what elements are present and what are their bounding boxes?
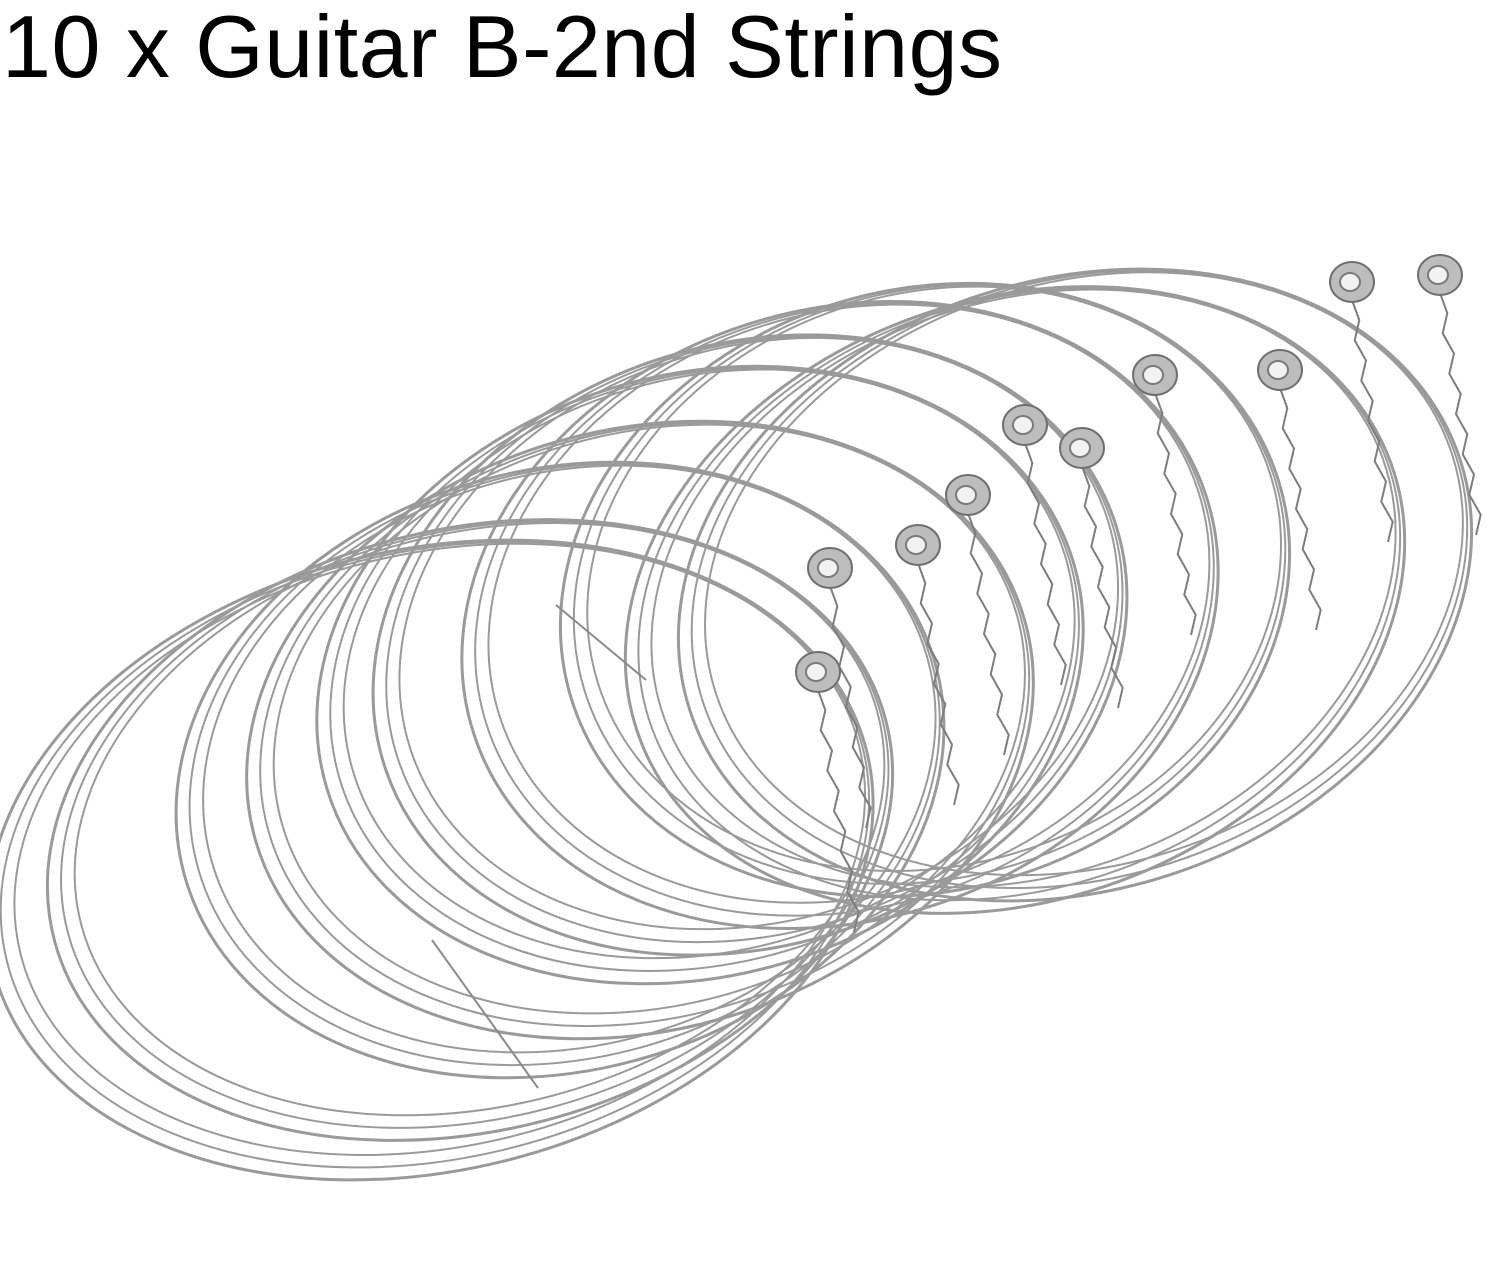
twisted-lead bbox=[817, 689, 860, 933]
twisted-lead bbox=[1024, 442, 1067, 686]
twisted-lead bbox=[917, 562, 960, 806]
twisted-lead bbox=[1154, 392, 1197, 636]
string-coil bbox=[188, 462, 941, 1067]
string-coil bbox=[272, 423, 1026, 1015]
string-coil bbox=[623, 285, 1407, 915]
twisted-lead bbox=[1081, 465, 1124, 709]
ball-end bbox=[1059, 427, 1105, 469]
twisted-lead bbox=[1351, 299, 1394, 543]
string-coil bbox=[245, 419, 1035, 1041]
ball-end bbox=[1329, 261, 1375, 303]
ball-end bbox=[1257, 349, 1303, 391]
strings-illustration bbox=[0, 254, 1482, 1182]
string-coil bbox=[385, 335, 1124, 944]
twisted-lead bbox=[829, 585, 872, 829]
string-coil bbox=[474, 302, 1215, 917]
string-coil bbox=[558, 281, 1292, 899]
string-coil bbox=[0, 538, 875, 1182]
string-coil bbox=[650, 288, 1397, 889]
twisted-lead bbox=[1279, 387, 1322, 631]
string-coil bbox=[398, 336, 1120, 931]
string-coil bbox=[60, 520, 890, 1129]
string-coil bbox=[460, 299, 1220, 931]
ball-end bbox=[1417, 254, 1463, 296]
ball-end bbox=[945, 474, 991, 516]
string-coil bbox=[45, 518, 895, 1142]
string-coil bbox=[73, 522, 886, 1117]
string-coil bbox=[329, 366, 1080, 972]
ball-end bbox=[1132, 354, 1178, 396]
twisted-lead bbox=[1439, 292, 1482, 536]
string-coil bbox=[13, 542, 866, 1156]
ball-end bbox=[1002, 404, 1048, 446]
loose-string-end bbox=[431, 939, 539, 1089]
string-coils bbox=[0, 267, 1474, 1182]
string-coil bbox=[342, 368, 1076, 960]
twisted-lead bbox=[967, 512, 1010, 756]
string-coil bbox=[315, 364, 1085, 986]
ball-end bbox=[795, 651, 841, 693]
product-photo bbox=[0, 120, 1500, 1279]
string-coil bbox=[676, 267, 1474, 903]
twisted-leads bbox=[817, 292, 1482, 933]
string-coil bbox=[637, 287, 1402, 902]
string-coil bbox=[174, 460, 946, 1080]
ball-end bbox=[895, 524, 941, 566]
ball-end bbox=[807, 547, 853, 589]
ball-ends bbox=[795, 254, 1463, 693]
loose-string-end bbox=[555, 604, 647, 681]
product-headline: 10 x Guitar B-2nd Strings bbox=[2, 0, 1003, 96]
string-coil bbox=[202, 464, 937, 1054]
string-coil bbox=[259, 421, 1031, 1028]
string-coil bbox=[0, 540, 870, 1169]
